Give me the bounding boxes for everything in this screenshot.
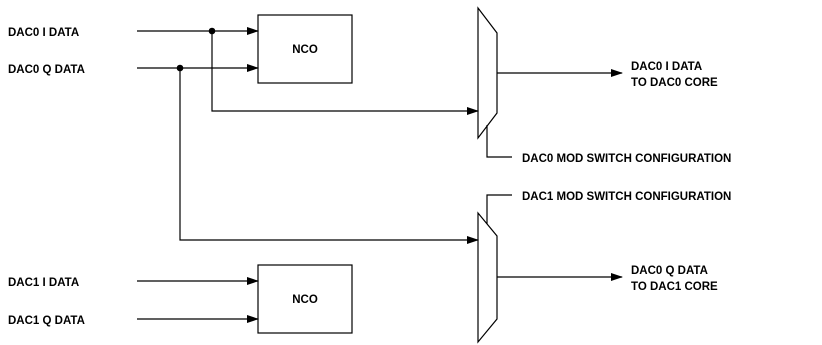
nco-bottom-label: NCO — [292, 294, 318, 306]
nco-block-bottom: NCO — [257, 264, 353, 334]
dac0-i-data-label: DAC0 I DATA — [8, 27, 79, 39]
top-output-label-line2: TO DAC0 CORE — [631, 77, 718, 89]
dac0-mod-switch-control-wire — [486, 125, 512, 158]
dac1-mod-switch-control-wire — [486, 194, 512, 224]
nco-top-label: NCO — [292, 44, 318, 56]
dac0-q-bypass-wire — [179, 68, 479, 244]
dac0-q-data-label: DAC0 Q DATA — [8, 64, 85, 76]
bottom-output-label-line2: TO DAC1 CORE — [631, 281, 718, 293]
dac1-i-data-label: DAC1 I DATA — [8, 277, 79, 289]
dac0-mux — [477, 6, 498, 140]
dac1-mod-switch-label: DAC1 MOD SWITCH CONFIGURATION — [522, 191, 731, 203]
top-output-label-line1: DAC0 I DATA — [631, 61, 702, 73]
dac0-mod-switch-label: DAC0 MOD SWITCH CONFIGURATION — [522, 153, 731, 165]
dac1-mux — [477, 211, 498, 344]
dac1-q-data-label: DAC1 Q DATA — [8, 315, 85, 327]
bottom-output-label-line1: DAC0 Q DATA — [631, 265, 708, 277]
dac0-i-bypass-wire — [211, 31, 479, 115]
nco-block-top: NCO — [257, 14, 353, 84]
